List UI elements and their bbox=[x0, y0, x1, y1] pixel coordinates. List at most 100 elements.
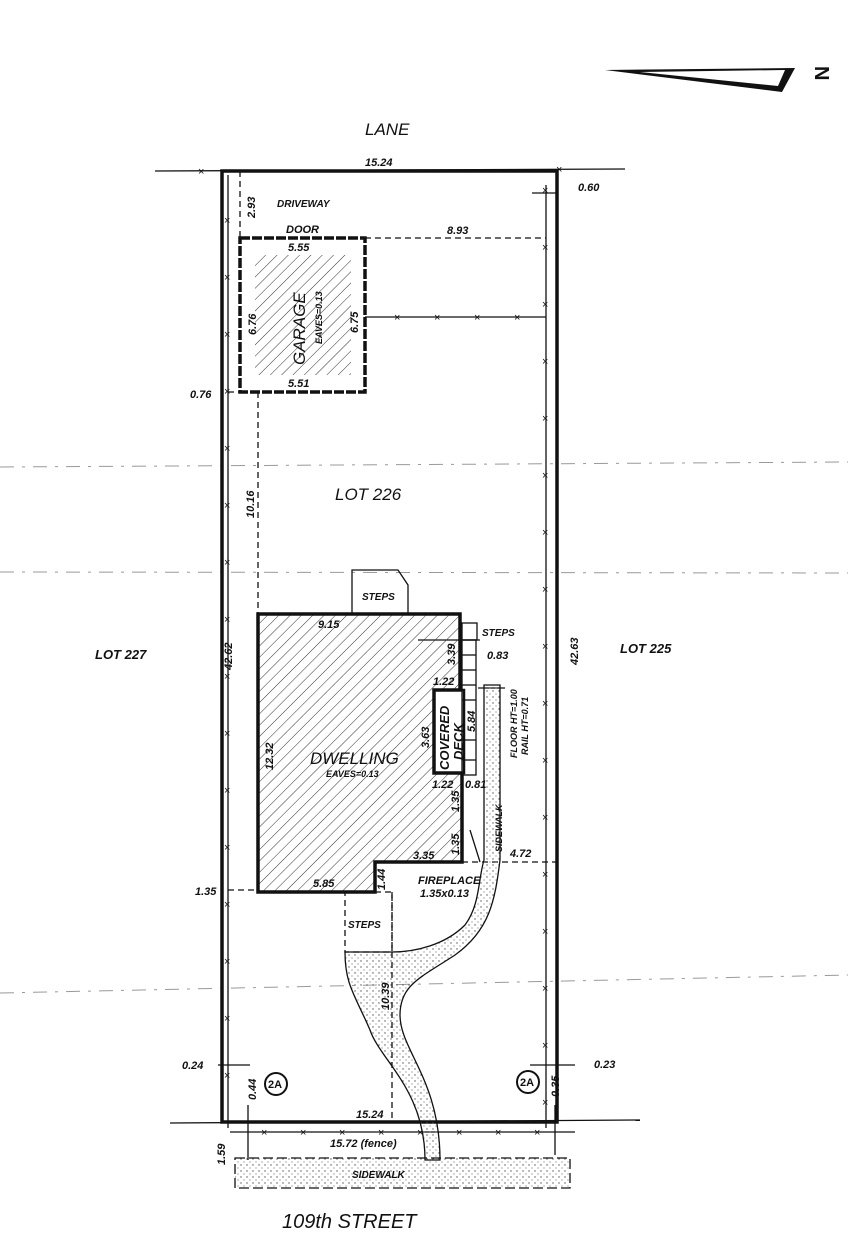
dim-wall-segment-1: 1.35 bbox=[450, 790, 462, 812]
dim-dwelling-bottom-left: 5.85 bbox=[313, 878, 335, 890]
dim-dwelling-top: 9.15 bbox=[318, 619, 340, 631]
fence-x-mark: × bbox=[534, 1127, 540, 1139]
dim-garage-bottom: 5.51 bbox=[288, 378, 309, 390]
dim-right-fence-offset: 0.23 bbox=[594, 1059, 615, 1071]
fence-x-mark: × bbox=[300, 1127, 306, 1139]
fence-x-mark: × bbox=[542, 1040, 548, 1052]
dim-top-width: 15.24 bbox=[365, 157, 393, 169]
fence-x-mark: × bbox=[224, 899, 230, 911]
fence-x-mark: × bbox=[542, 1097, 548, 1109]
deck-label: DECK bbox=[451, 722, 466, 760]
fence-x-mark: × bbox=[542, 584, 548, 596]
fence-x-mark: × bbox=[224, 500, 230, 512]
fence-x-mark: × bbox=[224, 728, 230, 740]
dim-dwelling-to-right: 4.72 bbox=[509, 848, 531, 860]
marker-right bbox=[516, 1070, 540, 1094]
fence-x-mark: × bbox=[542, 869, 548, 881]
dim-fence-width: 15.72 (fence) bbox=[330, 1138, 397, 1150]
fence-x-mark: × bbox=[224, 557, 230, 569]
front-sidewalk bbox=[234, 1157, 571, 1189]
door-label: DOOR bbox=[286, 224, 319, 236]
fence-x-mark: × bbox=[542, 242, 548, 254]
fence-x-mark: × bbox=[198, 166, 204, 178]
dwelling-eaves: EAVES=0.13 bbox=[326, 769, 379, 779]
dim-right-corner-offset: 0.35 bbox=[550, 1075, 562, 1097]
fence-x-mark: × bbox=[224, 215, 230, 227]
fence-x-mark: × bbox=[224, 671, 230, 683]
north-arrow-letter: N bbox=[810, 66, 832, 80]
dim-deck-stairs: 5.84 bbox=[466, 711, 478, 732]
lot-boundary bbox=[220, 169, 559, 1124]
steps-rear-label: STEPS bbox=[362, 592, 395, 603]
garage bbox=[238, 236, 367, 394]
fence-x-mark: × bbox=[224, 443, 230, 455]
fence-x-mark: × bbox=[474, 312, 480, 324]
fence-x-mark: × bbox=[556, 164, 562, 176]
dim-deck-offset-lower: 1.22 bbox=[432, 779, 453, 791]
dim-right-depth: 42.63 bbox=[569, 637, 581, 666]
fence-x-mark: × bbox=[542, 413, 548, 425]
marker-right-label: 2A bbox=[520, 1077, 534, 1089]
floor-height: FLOOR HT=1.00 bbox=[509, 689, 519, 758]
fireplace-size: 1.35x0.13 bbox=[420, 888, 469, 900]
fence-x-mark: × bbox=[224, 614, 230, 626]
marker-left bbox=[264, 1072, 288, 1096]
dim-garage-to-dwelling: 10.16 bbox=[245, 490, 257, 518]
garage-label: GARAGE bbox=[290, 292, 309, 365]
fence-x-mark: × bbox=[542, 983, 548, 995]
dim-right-fence-top: 0.60 bbox=[578, 182, 600, 194]
street-label: 109th STREET bbox=[282, 1211, 418, 1233]
fence-x-mark: × bbox=[224, 329, 230, 341]
dim-left-fence-offset: 0.24 bbox=[182, 1060, 203, 1072]
driveway-label: DRIVEWAY bbox=[277, 199, 331, 210]
fence-x-mark: × bbox=[434, 312, 440, 324]
fence-x-mark: × bbox=[495, 1127, 501, 1139]
fence-x-mark: × bbox=[542, 641, 548, 653]
side-sidewalk-label: SIDEWALK bbox=[494, 803, 504, 852]
walkway bbox=[344, 684, 501, 1161]
fence-x-mark: × bbox=[378, 1127, 384, 1139]
dim-front-setback: 10.39 bbox=[380, 982, 392, 1010]
fence-x-mark: × bbox=[542, 185, 548, 197]
lane-label: LANE bbox=[365, 120, 410, 139]
fence-x-mark: × bbox=[224, 1070, 230, 1082]
dim-deck-offset-upper: 1.22 bbox=[433, 676, 454, 688]
fence-x-mark: × bbox=[542, 356, 548, 368]
fence-x-mark: × bbox=[224, 1013, 230, 1025]
lot-226-label: LOT 226 bbox=[335, 485, 402, 504]
dim-front-width: 15.24 bbox=[356, 1109, 384, 1121]
covered-deck bbox=[432, 688, 466, 775]
fence-x-mark: × bbox=[542, 926, 548, 938]
fence-x-mark: × bbox=[456, 1127, 462, 1139]
dim-sidewalk-offset: 1.59 bbox=[216, 1143, 228, 1165]
fence-x-mark: × bbox=[224, 842, 230, 854]
fence-x-mark: × bbox=[224, 272, 230, 284]
fence-x-mark: × bbox=[542, 527, 548, 539]
fireplace-label: FIREPLACE bbox=[418, 875, 481, 887]
fence-x-mark: × bbox=[542, 755, 548, 767]
dim-deck-length: 3.63 bbox=[420, 727, 432, 748]
dim-garage-right: 6.75 bbox=[349, 311, 361, 333]
rear-steps bbox=[351, 569, 409, 614]
fence-x-mark: × bbox=[514, 312, 520, 324]
dim-dwelling-right-upper: 3.39 bbox=[446, 643, 458, 665]
scan-artifacts bbox=[0, 461, 848, 994]
dim-garage-setback: 2.93 bbox=[246, 197, 258, 219]
fence-x-mark: × bbox=[224, 386, 230, 398]
dwelling-label: DWELLING bbox=[310, 749, 399, 768]
garage-eaves: EAVES=0.13 bbox=[314, 291, 324, 344]
dim-garage-top: 5.55 bbox=[288, 242, 310, 254]
lot-225-label: LOT 225 bbox=[620, 641, 672, 656]
fence-lines bbox=[227, 175, 575, 1133]
fence-x-mark: × bbox=[542, 299, 548, 311]
fence-x-mark: × bbox=[224, 956, 230, 968]
dim-dwelling-left-offset: 1.35 bbox=[195, 886, 217, 898]
fence-x-mark: × bbox=[261, 1127, 267, 1139]
fence-x-mark: × bbox=[542, 470, 548, 482]
lot-227-label: LOT 227 bbox=[95, 647, 147, 662]
fence-x-mark: × bbox=[394, 312, 400, 324]
dim-garage-left-offset: 0.76 bbox=[190, 389, 212, 401]
dim-dwelling-jog: 1.44 bbox=[376, 869, 388, 890]
side-steps bbox=[461, 622, 478, 641]
